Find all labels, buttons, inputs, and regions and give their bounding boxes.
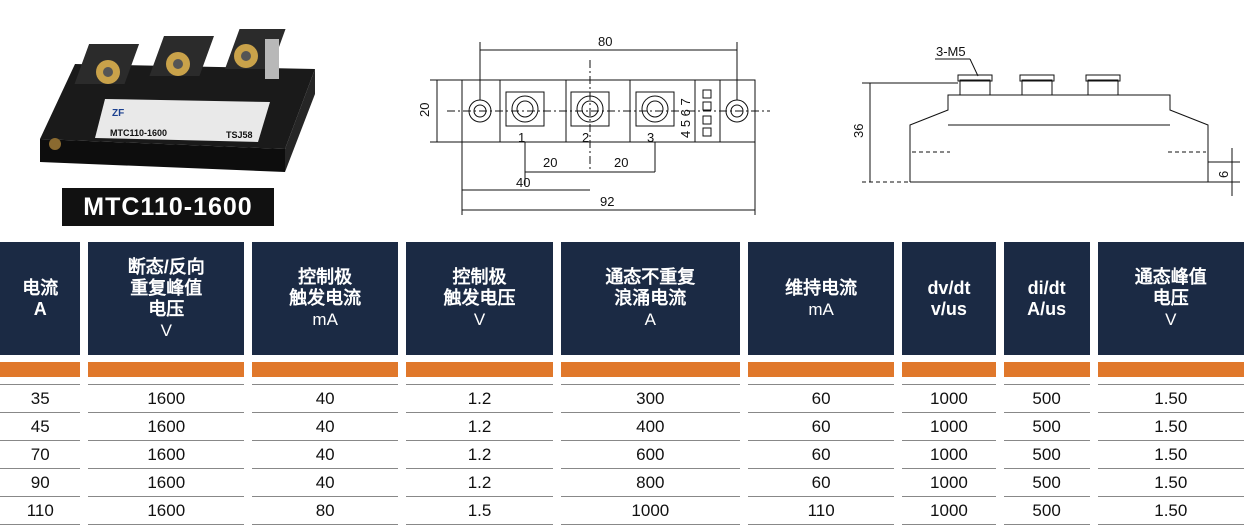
table-cell: 40: [252, 384, 399, 413]
dim-height: 20: [417, 103, 432, 117]
table-cell: 500: [1003, 469, 1090, 497]
screw-label: 3-M5: [936, 44, 966, 59]
table-cell: 70: [0, 441, 81, 469]
table-cell: 1600: [88, 469, 244, 497]
table-cell: 300: [560, 384, 740, 413]
terminal-1-label: 1: [518, 130, 525, 145]
table-cell: 1600: [88, 441, 244, 469]
case-brand: ZF: [112, 108, 124, 119]
module-photo: ZF MTC110-1600 TSJ58: [40, 29, 315, 172]
table-cell: 1.50: [1097, 441, 1244, 469]
terminal-2-label: 2: [582, 130, 589, 145]
table-cell: 1.5: [406, 497, 553, 525]
table-cell: 40: [252, 469, 399, 497]
table-cell: 1.2: [406, 441, 553, 469]
table-cell: 1.50: [1097, 413, 1244, 441]
table-cell: 60: [747, 384, 895, 413]
table-cell: 500: [1003, 384, 1090, 413]
table-cell: 1.2: [406, 413, 553, 441]
header-accent-bar: [0, 362, 1244, 377]
table-cell: 400: [560, 413, 740, 441]
table-cell: 35: [0, 384, 81, 413]
table-cell: 60: [747, 413, 895, 441]
case-model: MTC110-1600: [110, 128, 167, 138]
table-cell: 1.2: [406, 384, 553, 413]
dim-total-length: 92: [600, 194, 614, 209]
table-cell: 40: [252, 413, 399, 441]
side-view-drawing: [862, 58, 1240, 196]
table-cell: 80: [252, 497, 399, 525]
table-cell: 1.50: [1097, 469, 1244, 497]
table-cell: 110: [747, 497, 895, 525]
header-area: ZF MTC110-1600 TSJ58 MTC110-1600: [0, 0, 1260, 240]
table-cell: 600: [560, 441, 740, 469]
table-cell: 1600: [88, 413, 244, 441]
table-cell: 1.50: [1097, 497, 1244, 525]
dim-pitch-a: 20: [543, 155, 557, 170]
table-cell: 1600: [88, 497, 244, 525]
table-cell: 60: [747, 441, 895, 469]
model-label: MTC110-1600: [62, 188, 274, 226]
aux-terminal-labels: 4 5 6 7: [678, 98, 693, 138]
case-code: TSJ58: [226, 130, 253, 140]
table-cell: 1000: [560, 497, 740, 525]
table-cell: 500: [1003, 413, 1090, 441]
side-dim-height: 36: [851, 124, 866, 138]
table-cell: 800: [560, 469, 740, 497]
table-cell: 1.2: [406, 469, 553, 497]
table-cell: 1600: [88, 384, 244, 413]
table-cell: 500: [1003, 497, 1090, 525]
dim-pitch-b: 20: [614, 155, 628, 170]
top-view-drawing: [430, 42, 770, 215]
table-cell: 1000: [902, 413, 996, 441]
table-cell: 1000: [902, 384, 996, 413]
dim-overall-length: 80: [598, 34, 612, 49]
table-cell: 1000: [902, 469, 996, 497]
terminal-3-label: 3: [647, 130, 654, 145]
table-cell: 1000: [902, 497, 996, 525]
side-dim-base: 6: [1216, 171, 1231, 178]
table-cell: 1000: [902, 441, 996, 469]
table-cell: 500: [1003, 441, 1090, 469]
dimension-drawings: 80 20 20 20 40 92 1 2 3 4 5 6 7 3-M5 36 …: [417, 34, 1240, 215]
table-cell: 1.50: [1097, 384, 1244, 413]
table-cell: 110: [0, 497, 81, 525]
dim-offset: 40: [516, 175, 530, 190]
table-cell: 60: [747, 469, 895, 497]
table-cell: 45: [0, 413, 81, 441]
table-cell: 40: [252, 441, 399, 469]
table-cell: 90: [0, 469, 81, 497]
